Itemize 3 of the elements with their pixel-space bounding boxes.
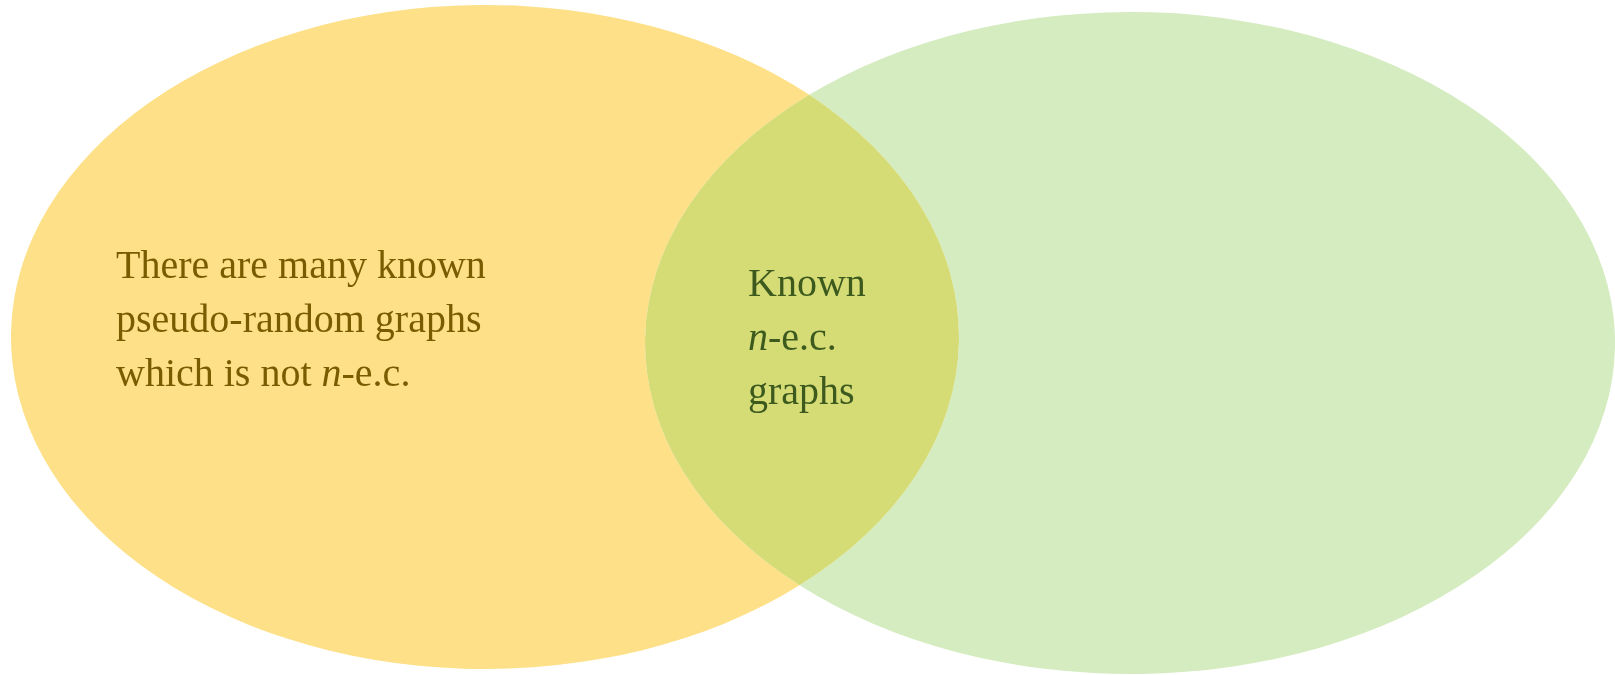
set-label: Known n-e.c. graphs: [748, 259, 867, 415]
set-label: There are many known pseudo-random graphs which is not n-e.c.: [116, 241, 487, 397]
intersection-region: [645, 94, 959, 586]
